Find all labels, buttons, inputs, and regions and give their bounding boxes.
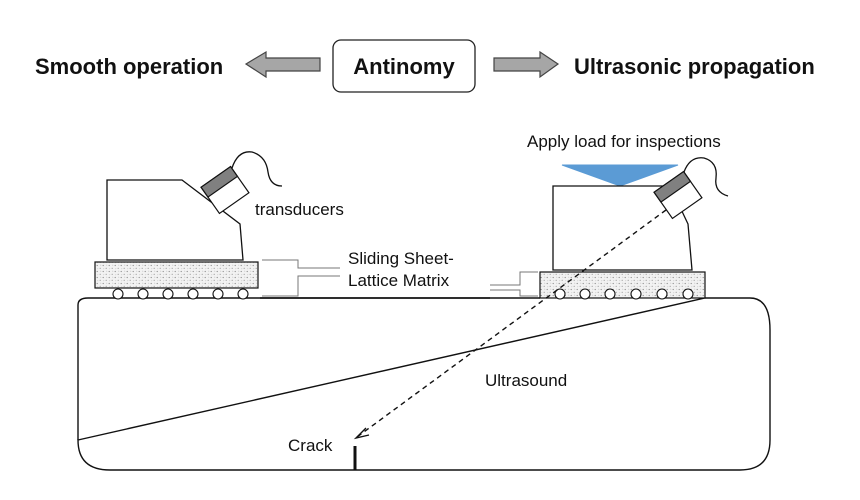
right-roller xyxy=(554,288,566,300)
left-wedge xyxy=(106,179,244,261)
right-roller xyxy=(630,288,642,300)
left-roller xyxy=(212,288,224,300)
right-lattice-sheet xyxy=(539,271,706,299)
right-roller xyxy=(579,288,591,300)
sliding-sheet-label-line2: Lattice Matrix xyxy=(348,271,450,290)
left-cable xyxy=(231,151,283,187)
right-roller xyxy=(604,288,616,300)
left-roller xyxy=(237,288,249,300)
left-roller xyxy=(112,288,124,300)
left-roller xyxy=(137,288,149,300)
left-transducer xyxy=(200,165,250,215)
right-header-label: Ultrasonic propagation xyxy=(574,54,815,79)
right-rollers xyxy=(554,288,694,300)
transducers-label: transducers xyxy=(255,200,344,219)
antinomy-label: Antinomy xyxy=(353,54,455,79)
left-roller xyxy=(162,288,174,300)
load-arrow xyxy=(561,164,679,187)
crack-label: Crack xyxy=(288,436,333,455)
right-roller xyxy=(682,288,694,300)
right-wedge xyxy=(552,185,693,271)
right-roller xyxy=(656,288,668,300)
left-roller xyxy=(187,288,199,300)
ultrasound-beam-arrowhead xyxy=(353,427,370,440)
right-arrow xyxy=(493,50,560,79)
sliding-sheet-label-line1: Sliding Sheet- xyxy=(348,249,454,268)
ultrasound-label: Ultrasound xyxy=(485,371,567,390)
right-transducer xyxy=(653,170,703,220)
antinomy-box xyxy=(332,39,476,93)
left-lattice-sheet xyxy=(94,261,259,289)
left-callout-bracket xyxy=(262,259,340,297)
ultrasound-beam xyxy=(356,209,667,438)
right-callout-bracket xyxy=(490,271,538,297)
specimen-block xyxy=(77,297,771,471)
left-arrow xyxy=(244,50,321,79)
left-header-label: Smooth operation xyxy=(35,54,223,79)
left-rollers xyxy=(112,288,249,300)
apply-load-label: Apply load for inspections xyxy=(527,132,721,151)
right-cable xyxy=(683,157,729,197)
